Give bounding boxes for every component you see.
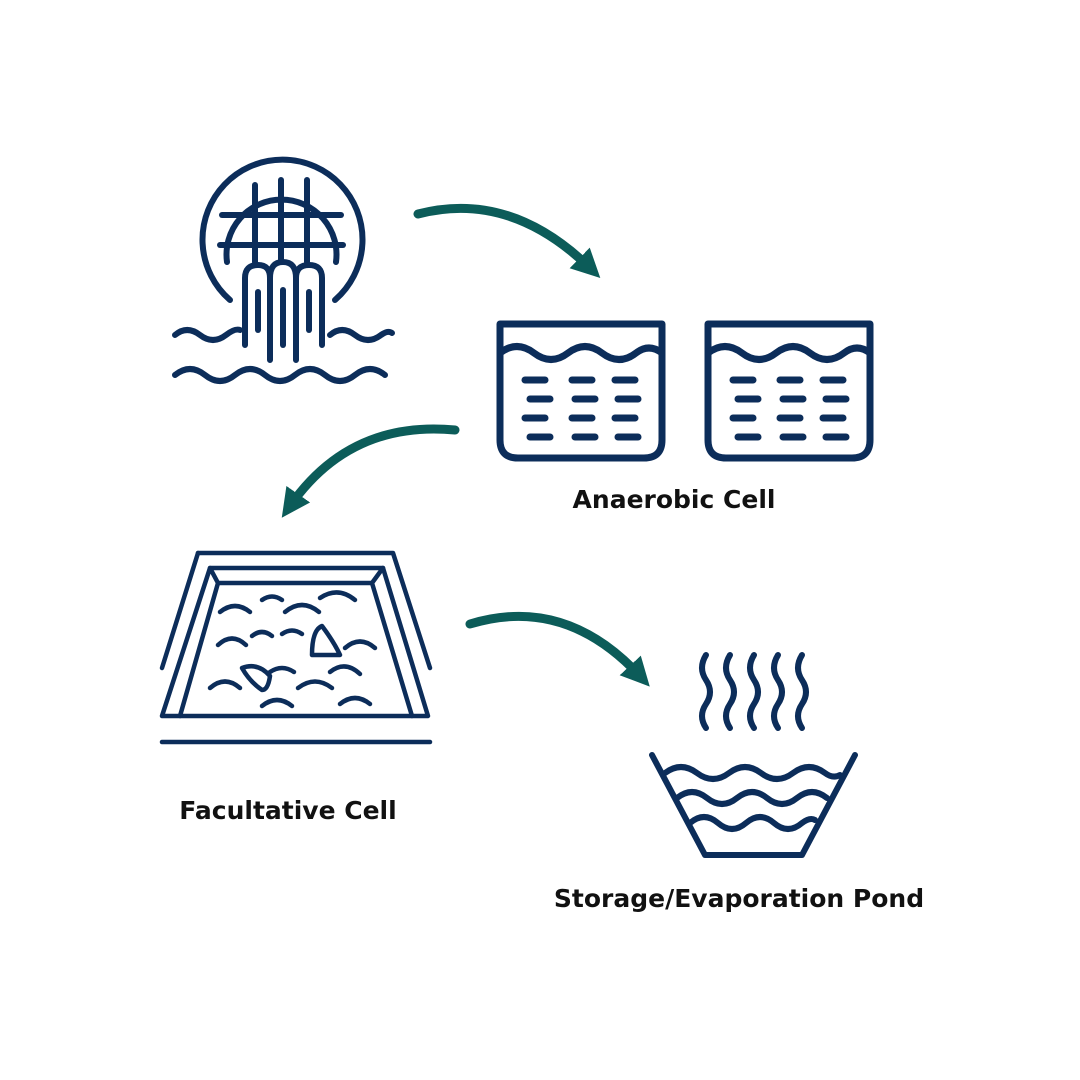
evaporation-pond-icon (649, 652, 858, 858)
facultative-cell-label: Facultative Cell (179, 796, 397, 825)
anaerobic-tank-icon (496, 320, 874, 462)
facultative-pond-icon (159, 550, 433, 745)
arrow-anaerobic-to-facultative (281, 424, 460, 518)
arrow-outfall-to-anaerobic (413, 203, 601, 279)
sewer-outfall-pipe-icon (172, 156, 395, 384)
arrow-facultative-to-storage (465, 611, 650, 687)
anaerobic-cell-label: Anaerobic Cell (572, 485, 776, 514)
storage-evaporation-pond-label: Storage/Evaporation Pond (553, 884, 925, 913)
curved-arrow-icon (281, 203, 650, 687)
